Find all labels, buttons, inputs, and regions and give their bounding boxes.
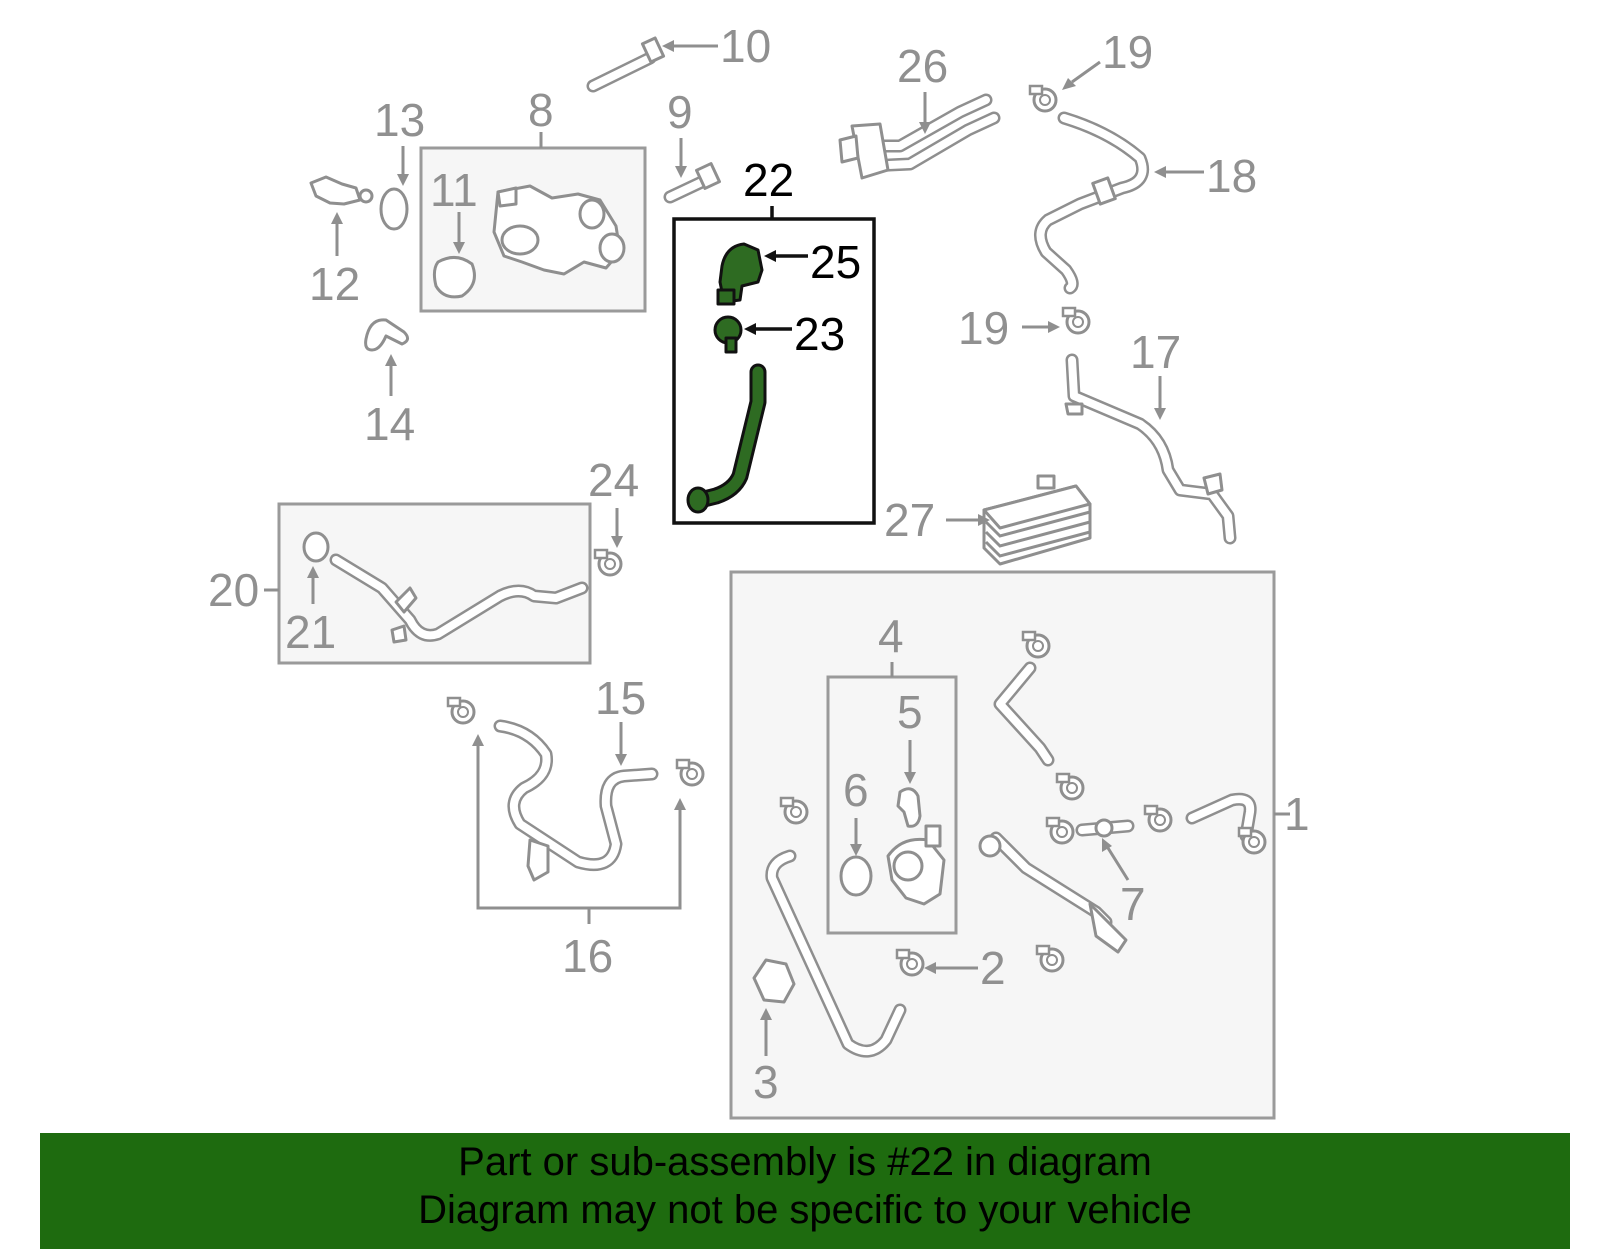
thermostat-housing-part-8	[492, 184, 626, 276]
pipe-part-20	[329, 553, 589, 644]
hose-part-1-upper	[993, 661, 1055, 767]
callout-6: 6	[843, 764, 869, 816]
callout-7: 7	[1120, 878, 1146, 930]
callout-10: 10	[720, 20, 771, 72]
callout-21: 21	[285, 606, 336, 658]
callout-14: 14	[364, 398, 415, 450]
clamp-part-19-top	[1028, 84, 1058, 113]
gasket-part-11	[432, 256, 476, 299]
gasket-part-6	[839, 855, 873, 897]
o-ring-part-21	[302, 531, 330, 563]
callout-19-top: 19	[1102, 26, 1153, 78]
callout-4: 4	[878, 610, 904, 662]
pipe-part-17	[1064, 353, 1237, 545]
callout-18: 18	[1206, 150, 1257, 202]
callout-26: 26	[897, 40, 948, 92]
callout-25: 25	[810, 236, 861, 288]
callout-23: 23	[794, 308, 845, 360]
callout-2: 2	[980, 942, 1006, 994]
clip-part-5	[896, 787, 922, 828]
hose-part-18	[1034, 111, 1150, 295]
clamp-part-23	[713, 315, 743, 354]
callout-labels: 10 26 19 13 8 9 11 18 12 19 17 14 24 27 …	[208, 20, 1310, 1108]
hose-assembly-part-22	[686, 242, 767, 514]
clamp-part-19-lower	[1061, 306, 1091, 335]
clamp-part-24	[593, 548, 623, 577]
sensor-part-12	[309, 175, 374, 206]
fitting-part-1	[978, 834, 1002, 858]
bolt-part-10	[586, 36, 666, 93]
leader-lines	[264, 40, 1290, 1056]
callout-16: 16	[562, 930, 613, 982]
pipe-part-1-lower	[989, 831, 1128, 954]
highlight-leader-lines	[744, 206, 808, 335]
callout-1: 1	[1284, 788, 1310, 840]
callout-13: 13	[374, 94, 425, 146]
clamp-part-15-left	[446, 696, 476, 725]
callout-11: 11	[430, 164, 478, 216]
callout-19-lower: 19	[958, 302, 1009, 354]
hose-part-15	[493, 719, 659, 882]
callout-20: 20	[208, 564, 259, 616]
callout-24: 24	[588, 454, 639, 506]
banner-line-2: Diagram may not be specific to your vehi…	[418, 1188, 1192, 1232]
parts-diagram: 10 26 19 13 8 9 11 18 12 19 17 14 24 27 …	[208, 20, 1310, 1120]
callout-17: 17	[1130, 326, 1181, 378]
banner-line-1: Part or sub-assembly is #22 in diagram	[458, 1140, 1152, 1184]
clamp-part-15-right	[675, 758, 705, 787]
callout-9: 9	[667, 86, 693, 138]
callout-8: 8	[528, 84, 554, 136]
assembly-box-22	[672, 217, 876, 525]
connector-part-25	[716, 242, 764, 306]
bolt-part-9	[663, 162, 721, 204]
bracket-part-3	[752, 958, 796, 1004]
callout-15: 15	[595, 672, 646, 724]
oil-cooler-part-27	[982, 474, 1092, 566]
info-banner: Part or sub-assembly is #22 in diagram D…	[40, 1133, 1570, 1249]
clip-part-14	[364, 318, 409, 352]
callout-12: 12	[309, 258, 360, 310]
hose-part-22	[686, 363, 767, 514]
callout-5: 5	[897, 686, 923, 738]
o-ring-part-13	[379, 187, 409, 231]
hose-part-1-right	[1185, 792, 1257, 843]
callout-3: 3	[753, 1056, 779, 1108]
coolant-hose-part-1	[765, 849, 907, 1058]
callout-22: 22	[743, 154, 794, 206]
connector-part-7	[1075, 818, 1135, 838]
pipe-assembly-part-26	[838, 93, 1001, 180]
housing-part-4	[886, 824, 946, 906]
callout-27: 27	[884, 494, 935, 546]
